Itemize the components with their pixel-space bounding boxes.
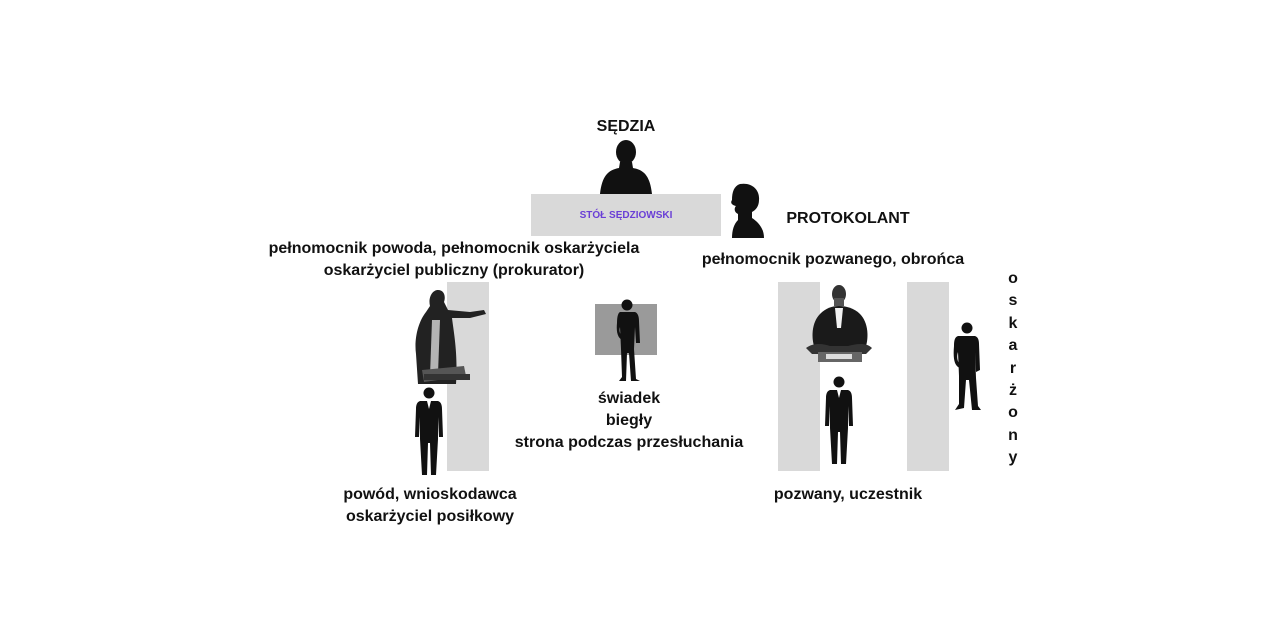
accused-letter: ż [1009, 382, 1017, 400]
clerk-label: PROTOKOLANT [786, 210, 910, 227]
defendant-figure-icon [824, 376, 854, 466]
witness-line2: biegły [605, 412, 653, 429]
plaintiff-figure-icon [414, 387, 444, 477]
accused-letter: s [1008, 292, 1018, 310]
plaintiff-line2: oskarżyciel posiłkowy [345, 508, 515, 525]
judges-bench-label: STÓŁ SĘDZIOWSKI [579, 209, 673, 221]
prosecutor-figure-icon [408, 284, 490, 388]
accused-letter: r [1009, 359, 1017, 377]
accused-letter: a [1008, 337, 1018, 355]
witness-line3: strona podczas przesłuchania [514, 434, 744, 451]
plaintiff-counsel-line2: oskarżyciel publiczny (prokurator) [323, 262, 585, 279]
judge-silhouette-icon [598, 138, 654, 194]
accused-letter: k [1008, 314, 1018, 332]
witness-label: świadek biegły strona podczas przesłucha… [500, 388, 758, 454]
accused-letter: n [1008, 426, 1018, 444]
accused-letter: o [1008, 270, 1018, 287]
accused-letter: y [1008, 449, 1018, 467]
defendant-side-panel [778, 282, 820, 471]
defendant-label: pozwany, uczestnik [773, 486, 923, 503]
witness-line1: świadek [597, 390, 661, 407]
judges-bench: STÓŁ SĘDZIOWSKI [531, 194, 721, 236]
accused-figure-icon [952, 322, 982, 412]
clerk-profile-icon [726, 182, 766, 238]
judge-label: SĘDZIA [596, 118, 656, 135]
plaintiff-label: powód, wnioskodawca oskarżyciel posiłkow… [320, 484, 540, 528]
accused-vertical-label: o s k a r ż o n y [1004, 268, 1022, 470]
witness-figure-icon [614, 299, 642, 383]
plaintiff-line1: powód, wnioskodawca [343, 486, 517, 503]
plaintiff-counsel-label: pełnomocnik powoda, pełnomocnik oskarżyc… [250, 238, 658, 282]
defense-attorney-figure-icon [804, 282, 874, 364]
accused-side-panel [907, 282, 949, 471]
plaintiff-counsel-line1: pełnomocnik powoda, pełnomocnik oskarżyc… [268, 240, 640, 257]
defendant-counsel-label: pełnomocnik pozwanego, obrońca [701, 251, 965, 268]
accused-letter: o [1008, 404, 1018, 422]
